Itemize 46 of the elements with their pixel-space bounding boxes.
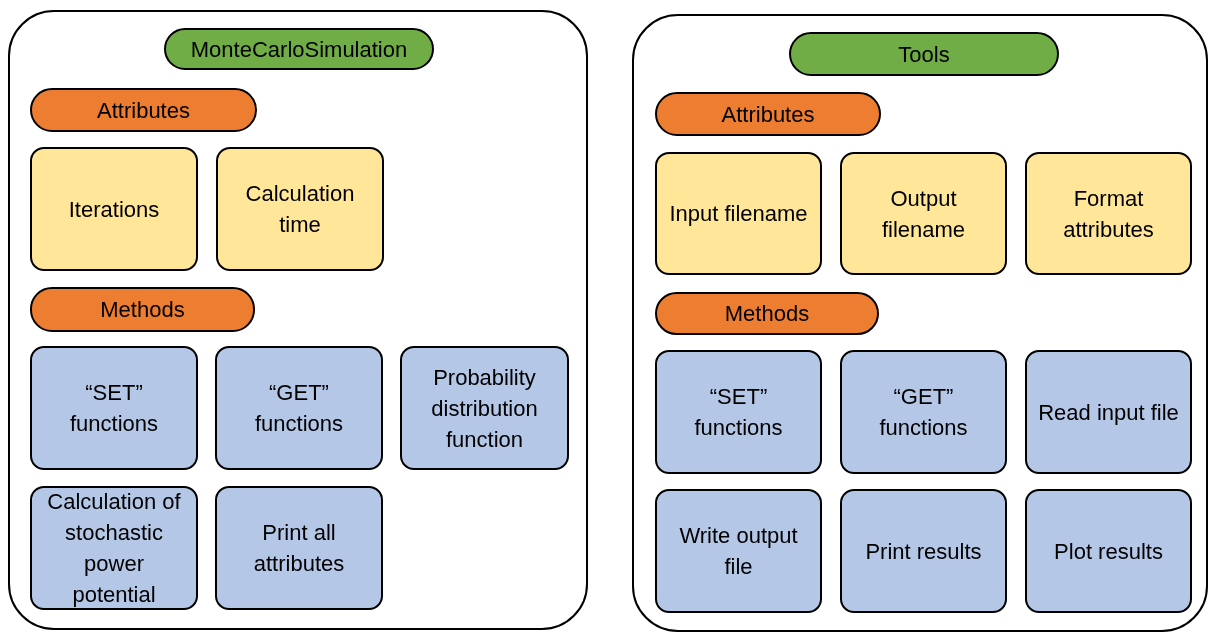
- attribute-box: [1025, 152, 1192, 275]
- item-label: Input filename: [668, 200, 809, 228]
- attribute-box: [655, 152, 822, 275]
- method-box: [30, 486, 198, 610]
- item-label: Iterations: [67, 195, 161, 224]
- section-header-pill: [655, 92, 881, 136]
- method-box: [400, 346, 569, 470]
- item-label: “GET” functions: [253, 379, 345, 438]
- class-panel: [8, 10, 588, 630]
- item-label: “SET” functions: [68, 379, 160, 438]
- item-label: Output filename: [880, 184, 967, 244]
- method-box: [30, 346, 198, 470]
- method-box: [840, 350, 1007, 474]
- item-label: Probability distribution function: [430, 363, 539, 454]
- method-box: [215, 346, 383, 470]
- class-name: MonteCarloSimulation: [189, 35, 409, 64]
- class-name-pill: [789, 32, 1059, 76]
- item-label: Format attributes: [1062, 184, 1155, 244]
- method-box: [1025, 350, 1192, 474]
- class-name-pill: [164, 28, 434, 70]
- item-label: Read input file: [1037, 398, 1180, 427]
- class-name: Tools: [897, 40, 951, 69]
- method-box: [1025, 489, 1192, 613]
- item-label: Calculation of stochastic power potential: [46, 488, 182, 609]
- attribute-box: [30, 147, 198, 271]
- section-label: Methods: [99, 296, 186, 324]
- item-label: “GET” functions: [878, 383, 969, 442]
- item-label: Calculation time: [244, 180, 356, 239]
- item-label: Write output file: [678, 522, 799, 581]
- section-label: Attributes: [720, 100, 816, 129]
- method-box: [215, 486, 383, 610]
- class-panel: [632, 14, 1208, 632]
- attribute-box: [216, 147, 384, 271]
- method-box: [840, 489, 1007, 613]
- section-label: Methods: [723, 300, 811, 328]
- item-label: Plot results: [1053, 537, 1164, 566]
- section-header-pill: [30, 88, 257, 132]
- section-header-pill: [655, 292, 879, 335]
- method-box: [655, 489, 822, 613]
- section-label: Attributes: [96, 96, 191, 125]
- method-box: [655, 350, 822, 474]
- section-header-pill: [30, 287, 255, 332]
- item-label: “SET” functions: [693, 383, 784, 442]
- attribute-box: [840, 152, 1007, 275]
- item-label: Print results: [864, 537, 983, 566]
- item-label: Print all attributes: [252, 519, 346, 578]
